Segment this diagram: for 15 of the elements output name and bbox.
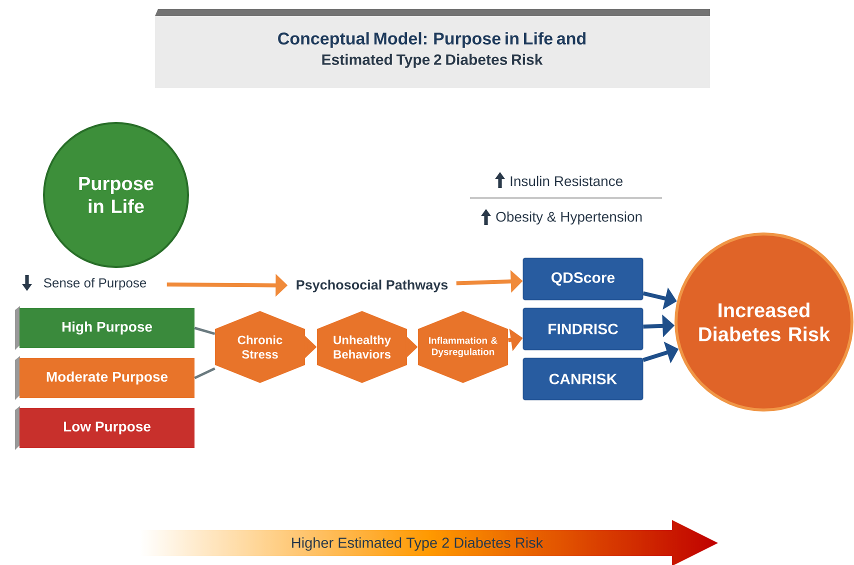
purpose-bar: High Purpose xyxy=(15,306,194,350)
purpose-bar: Low Purpose xyxy=(15,406,194,450)
score-box: FINDRISC xyxy=(522,308,644,350)
score-box: CANRISK xyxy=(522,358,644,400)
purpose-bar: Moderate Purpose xyxy=(15,356,194,400)
pathway-hexagon: Inflammation & Dysregulation xyxy=(418,311,508,383)
pathway-label: Psychosocial Pathways xyxy=(296,280,448,292)
pathway-label: Sense of Purpose xyxy=(44,278,146,290)
title-banner: Conceptual Model: Purpose in Life and Estimated Type 2 Diabetes Risk xyxy=(155,9,710,88)
pathway-hexagon: Unhealthy Behaviors xyxy=(317,311,407,383)
effect-label: Insulin Resistance xyxy=(510,176,622,186)
pathway-hexagon: Chronic Stress xyxy=(215,311,305,383)
arrow-label: Higher Estimated Type 2 Diabetes Risk xyxy=(292,537,544,551)
effect-label: Obesity & Hypertension xyxy=(496,211,642,225)
score-box: QDScore xyxy=(522,258,644,300)
